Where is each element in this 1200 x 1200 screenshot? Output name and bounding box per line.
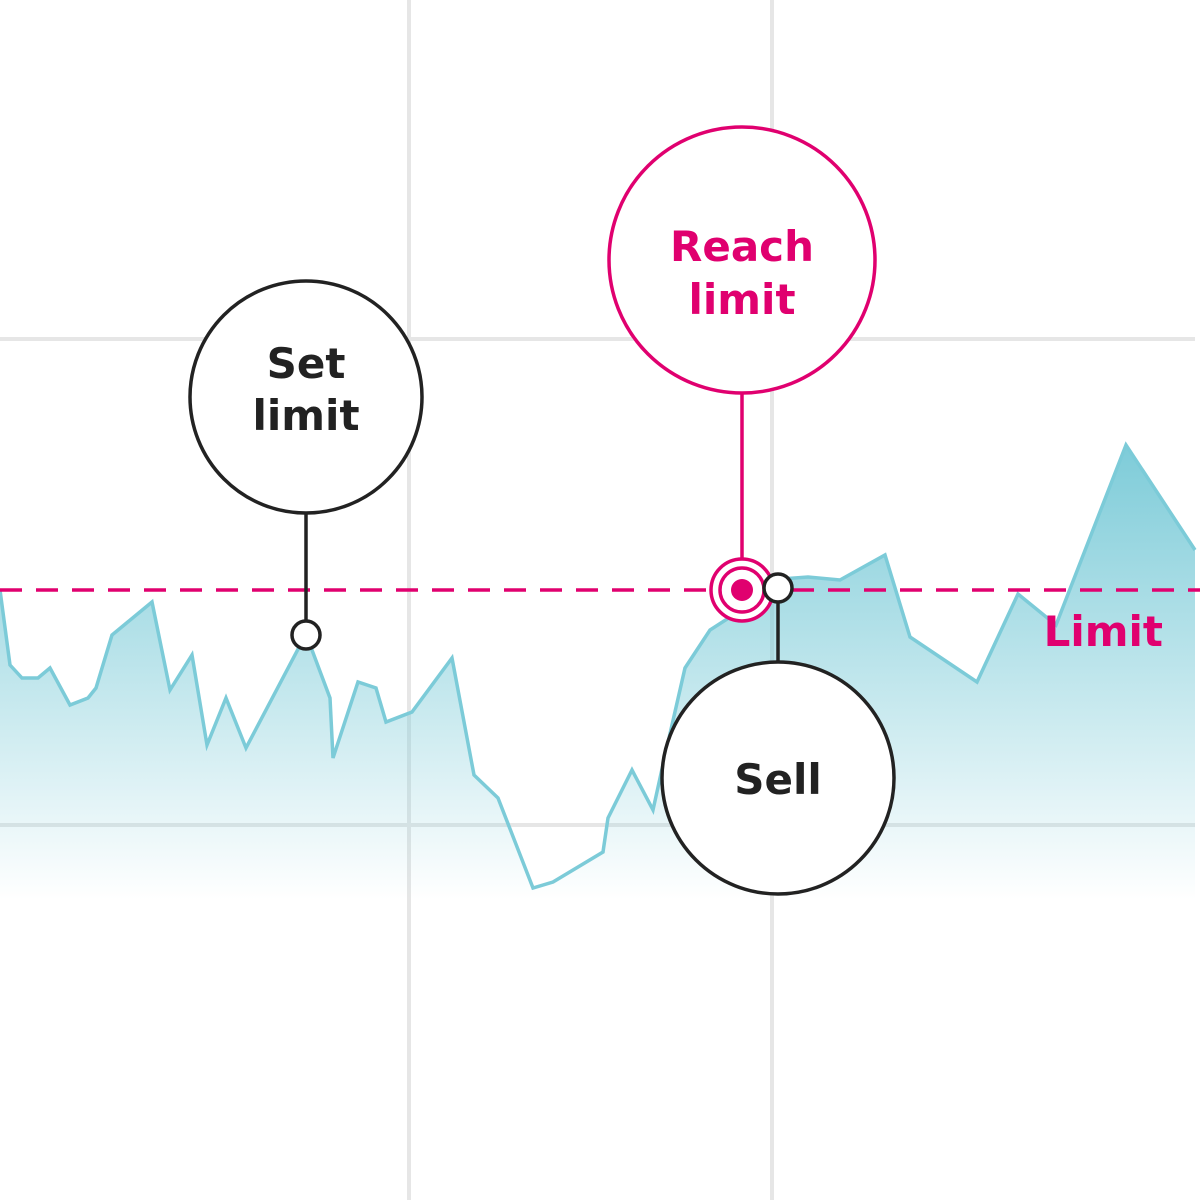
sell-label: Sell [734, 755, 822, 804]
reach-limit-callout: Reach limit [607, 125, 877, 623]
price-area [0, 445, 1195, 900]
sell-bubble [660, 660, 896, 896]
reach-limit-label-line2: limit [688, 275, 795, 324]
set-limit-bubble [188, 279, 424, 515]
reach-limit-label-line1: Reach [670, 222, 814, 271]
sell-callout: Sell [660, 572, 896, 896]
reach-limit-dot [731, 579, 753, 601]
set-limit-marker [290, 619, 322, 651]
set-limit-callout: Set limit [188, 279, 424, 651]
price-line [0, 441, 1197, 891]
reach-limit-bubble [607, 125, 877, 395]
set-limit-label-line1: Set [267, 339, 346, 388]
limit-label: Limit [1044, 607, 1163, 656]
sell-marker [762, 572, 794, 604]
set-limit-label-line2: limit [252, 391, 359, 440]
